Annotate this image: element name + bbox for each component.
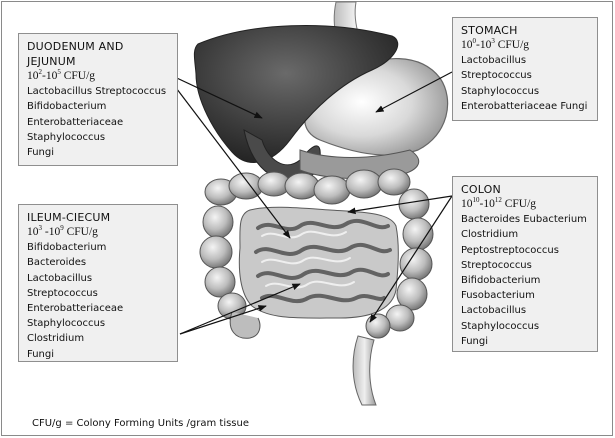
organism-item: Fusobacterium xyxy=(461,288,589,303)
stomach-callout: STOMACH 100-103 CFU/g Lactobacillus Stre… xyxy=(452,17,598,121)
organism-item: Bifidobacterium xyxy=(461,273,589,288)
organism-item: Lactobacillus xyxy=(461,303,589,318)
duodenum-jejunum-callout: DUODENUM ANDJEJUNUM 102-105 CFU/g Lactob… xyxy=(18,33,178,166)
cfu-range: 1010-1012 CFU/g xyxy=(461,197,589,212)
organism-item: Bacteroides xyxy=(27,255,169,270)
organism-item: Staphylococcus xyxy=(461,84,589,99)
organism-list: Lactobacillus Streptococcus Bifidobacter… xyxy=(27,84,169,160)
organism-item: Staphylococcus xyxy=(27,130,169,145)
organism-item: Fungi xyxy=(27,347,169,362)
organism-item: Lactobacillus Streptococcus xyxy=(27,84,169,99)
organism-item: Streptococcus xyxy=(461,258,589,273)
callout-title: DUODENUM ANDJEJUNUM xyxy=(27,39,169,69)
rectum xyxy=(353,336,376,405)
organism-item: Bifidobacterium xyxy=(27,240,169,255)
organism-item: Clostridium xyxy=(27,331,169,346)
organism-list: Bacteroides Eubacterium Clostridium Pept… xyxy=(461,212,589,349)
organism-item: Fungi xyxy=(27,145,169,160)
organism-list: Lactobacillus Streptococcus Staphylococc… xyxy=(461,53,589,114)
footnote: CFU/g = Colony Forming Units /gram tissu… xyxy=(32,418,249,429)
callout-title: COLON xyxy=(461,182,589,197)
callout-title: STOMACH xyxy=(461,23,589,38)
organism-item: Lactobacillus xyxy=(27,271,169,286)
organism-item: Staphylococcus xyxy=(27,316,169,331)
organism-item: Bacteroides Eubacterium xyxy=(461,212,589,227)
organism-item: Fungi xyxy=(461,334,589,349)
organism-item: Peptostreptococcus xyxy=(461,243,589,258)
organism-item: Staphylococcus xyxy=(461,319,589,334)
organism-item: Enterobatteriaceae xyxy=(27,115,169,130)
organism-item: Enterobatteriaceae xyxy=(27,301,169,316)
ileum-ciecum-callout: ILEUM-CIECUM 103 -109 CFU/g Bifidobacter… xyxy=(18,204,178,362)
organism-list: Bifidobacterium Bacteroides Lactobacillu… xyxy=(27,240,169,362)
organism-item: Streptococcus xyxy=(27,286,169,301)
organism-item: Enterobatteriaceae Fungi xyxy=(461,99,589,114)
callout-title: ILEUM-CIECUM xyxy=(27,210,169,225)
organism-item: Bifidobacterium xyxy=(27,99,169,114)
colon-callout: COLON 1010-1012 CFU/g Bacteroides Eubact… xyxy=(452,176,598,352)
organism-item: Lactobacillus xyxy=(461,53,589,68)
cfu-range: 102-105 CFU/g xyxy=(27,69,169,84)
organism-item: Clostridium xyxy=(461,227,589,242)
organism-item: Streptococcus xyxy=(461,68,589,83)
cfu-range: 100-103 CFU/g xyxy=(461,38,589,53)
cfu-range: 103 -109 CFU/g xyxy=(27,225,169,240)
